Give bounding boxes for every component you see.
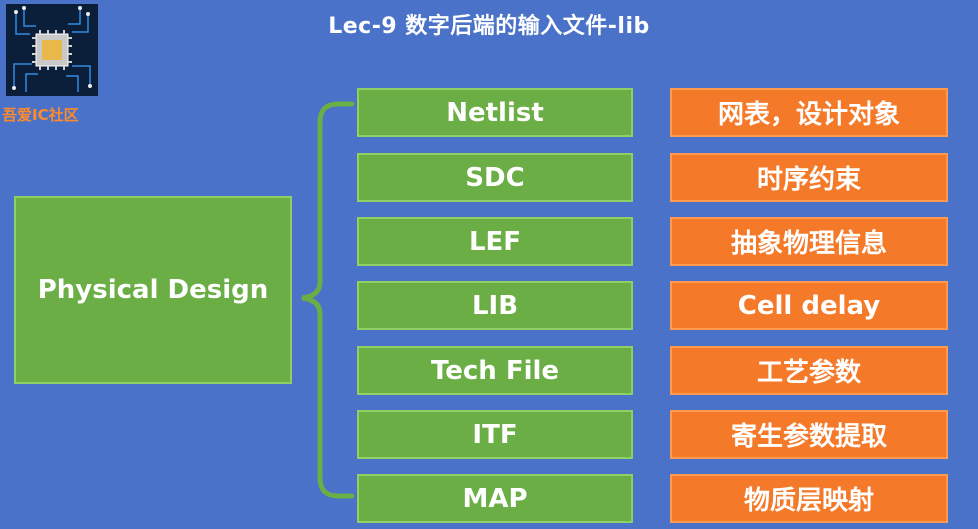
logo-caption: 吾爱IC社区: [2, 106, 79, 124]
physical-design-box: Physical Design: [14, 196, 292, 384]
input-file-sdc: SDC: [357, 153, 633, 202]
description-tech-file: 工艺参数: [670, 346, 948, 395]
chip-logo-icon: [6, 4, 98, 96]
description-lef: 抽象物理信息: [670, 217, 948, 266]
input-file-itf: ITF: [357, 410, 633, 459]
input-file-lib: LIB: [357, 281, 633, 330]
physical-design-label: Physical Design: [37, 275, 269, 305]
input-file-lef: LEF: [357, 217, 633, 266]
input-file-map: MAP: [357, 474, 633, 523]
input-file-tech-file: Tech File: [357, 346, 633, 395]
input-file-netlist: Netlist: [357, 88, 633, 137]
slide-title: Lec-9 数字后端的输入文件-lib: [328, 14, 650, 39]
description-map: 物质层映射: [670, 474, 948, 523]
description-lib: Cell delay: [670, 281, 948, 330]
description-sdc: 时序约束: [670, 153, 948, 202]
description-itf: 寄生参数提取: [670, 410, 948, 459]
description-netlist: 网表，设计对象: [670, 88, 948, 137]
